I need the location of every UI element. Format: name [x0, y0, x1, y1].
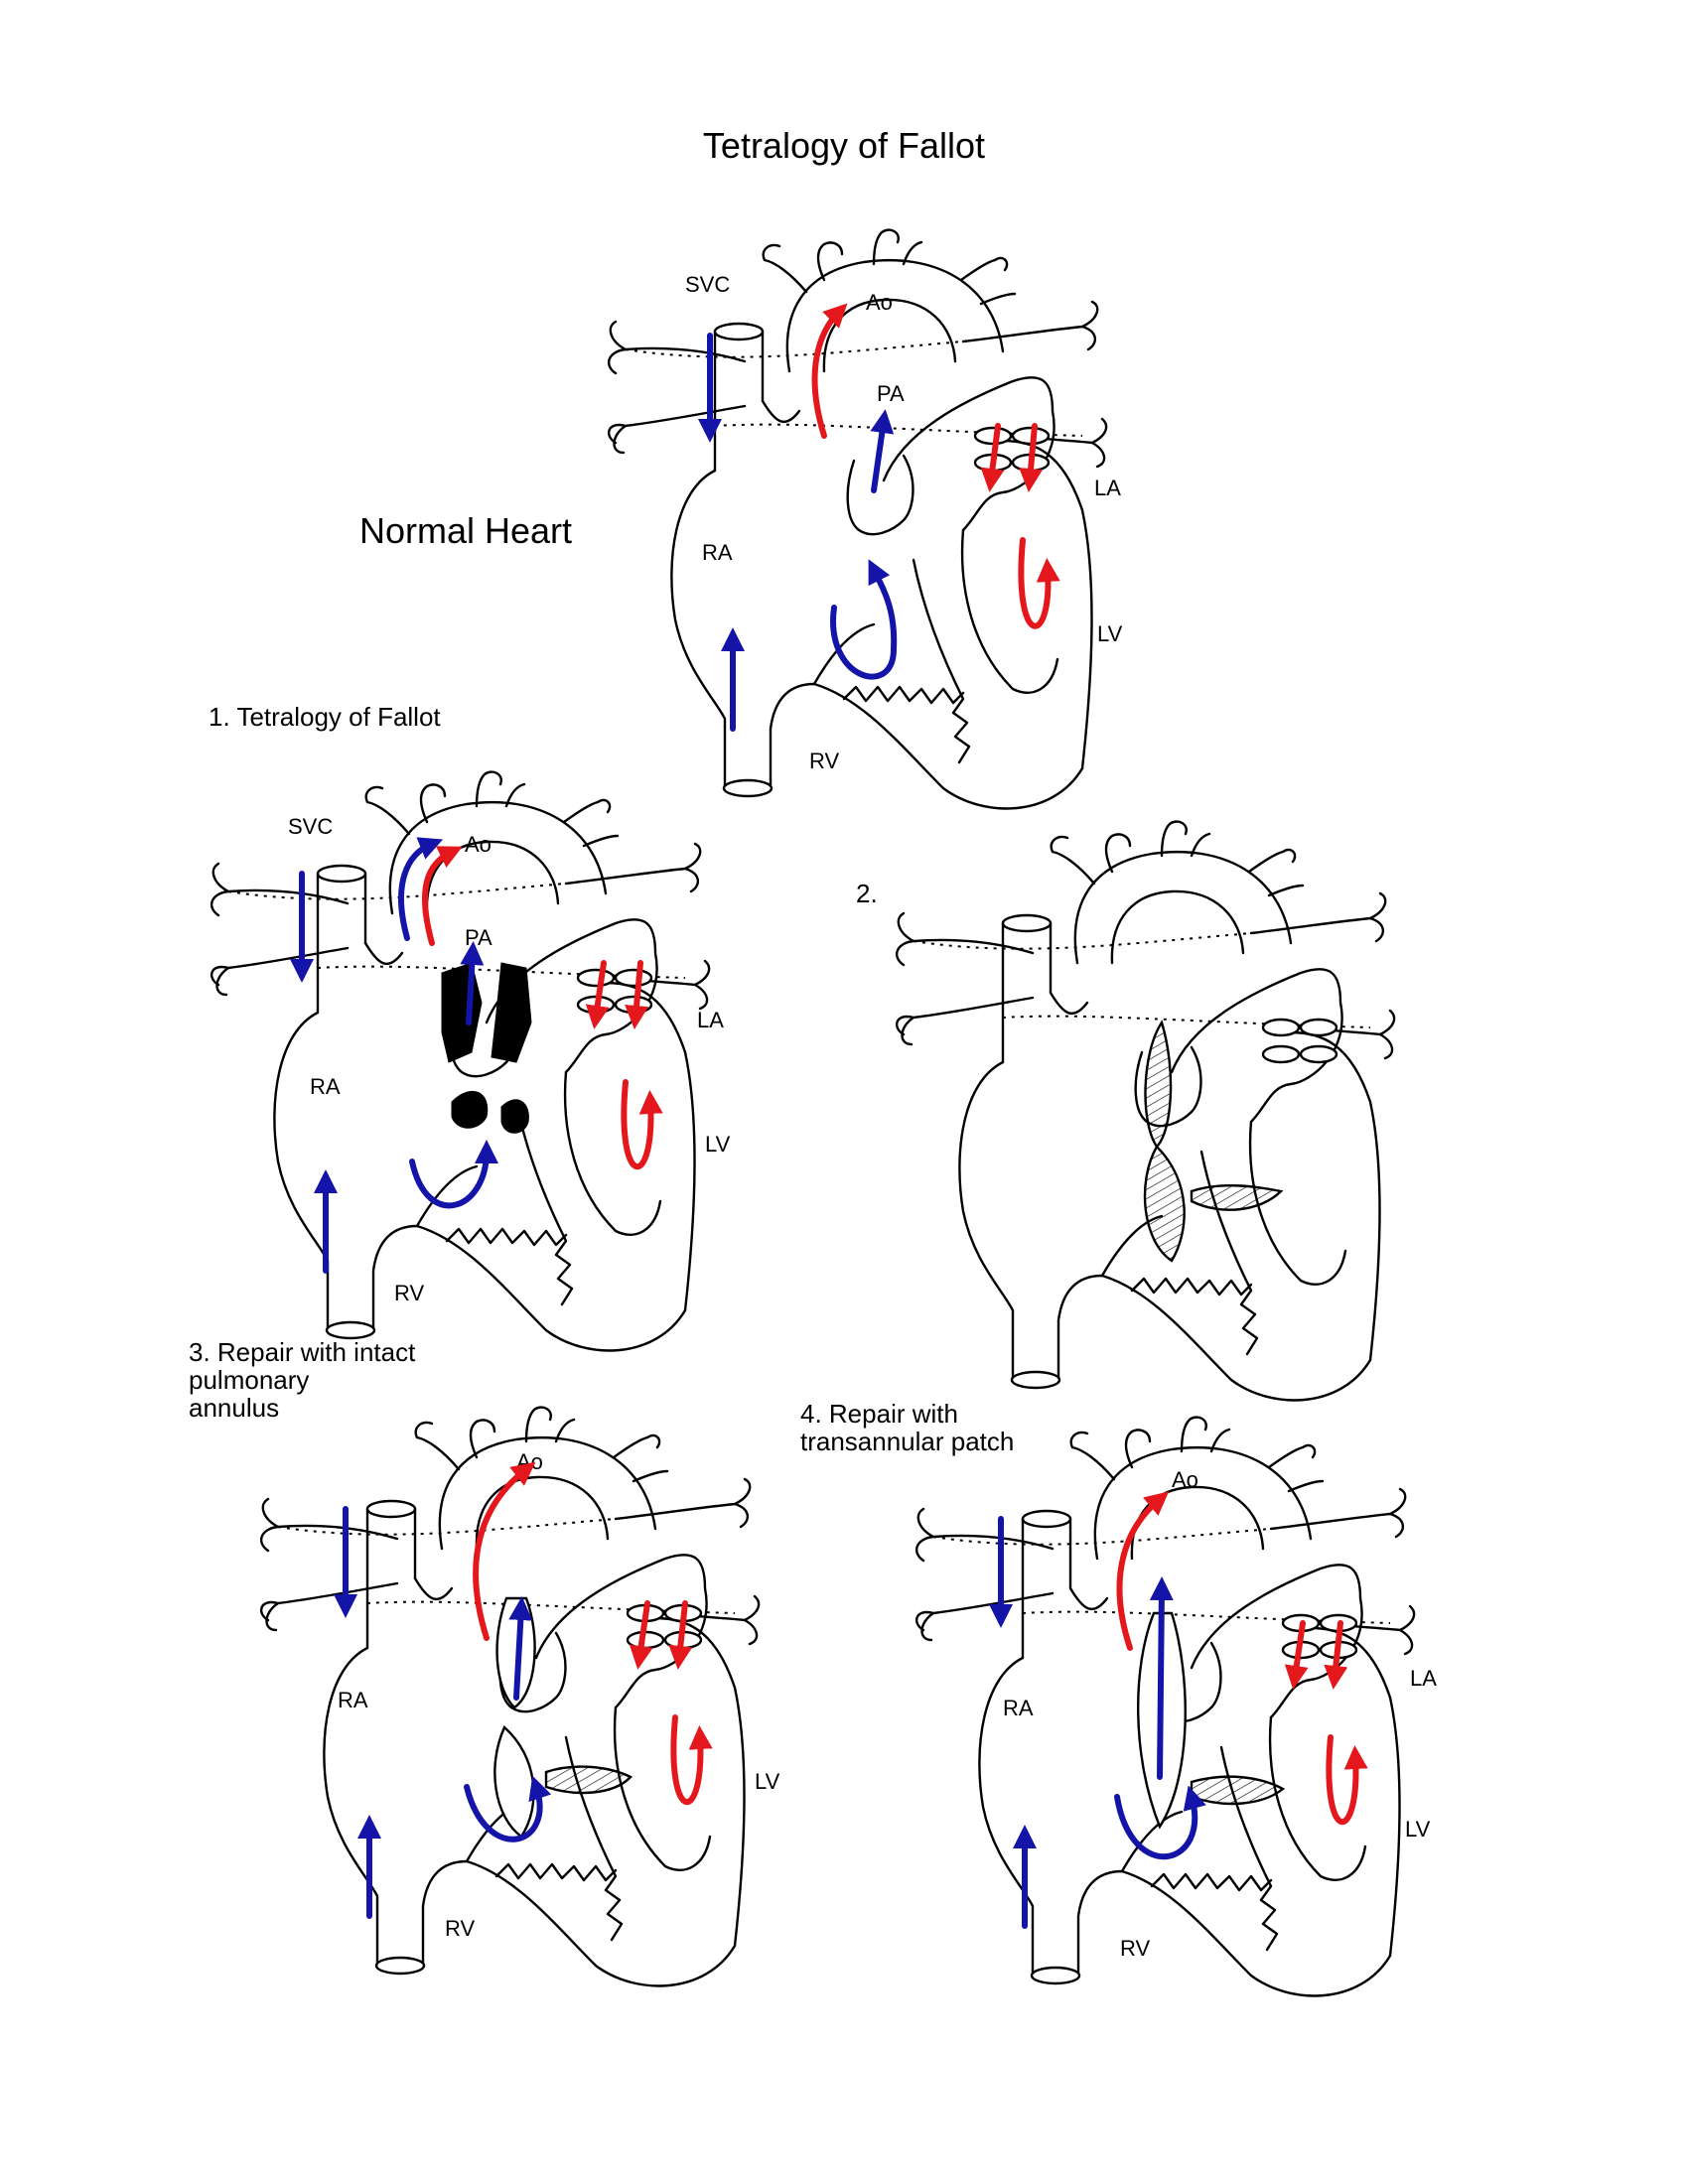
- la-flow-arrow-2: [625, 960, 649, 1029]
- rv-flow-arrow: [464, 1775, 552, 1843]
- panel2-caption: 2.: [856, 879, 878, 908]
- page-title: Tetralogy of Fallot: [702, 125, 986, 166]
- rv-flow-arrow: [409, 1140, 498, 1209]
- outflow-patch-lower: [493, 1725, 535, 1839]
- svc-label: SVC: [288, 814, 333, 839]
- ao-overriding-blue-arrow: [398, 837, 444, 941]
- repair-transannular-patch-diagram: Ao LA RA LV RV: [914, 1416, 1437, 1997]
- la-label: LA: [1094, 476, 1121, 500]
- pa-flow-arrow: [1149, 1576, 1174, 1780]
- ventriculotomy-patch-upper: [1144, 1020, 1173, 1149]
- svc-label: SVC: [685, 272, 730, 297]
- vsd-patch: [1190, 1775, 1286, 1806]
- lv-label: LV: [705, 1132, 731, 1157]
- la-flow-arrow-1: [585, 960, 610, 1029]
- lv-label: LV: [1097, 621, 1123, 646]
- rv-label: RV: [394, 1281, 424, 1305]
- la-label: LA: [1410, 1666, 1437, 1691]
- tof-heart-diagram: SVC Ao PA LA RA LV RV: [210, 770, 731, 1352]
- lv-flow-arrow: [670, 1714, 713, 1805]
- repair-step2-diagram: [895, 820, 1396, 1402]
- infundibular-stenosis: [441, 962, 532, 1063]
- la-flow-arrow-1: [629, 1600, 653, 1670]
- muscle-bundle: [451, 1090, 529, 1134]
- ra-label: RA: [310, 1074, 341, 1099]
- panel1-caption: 1. Tetralogy of Fallot: [209, 702, 441, 732]
- lv-flow-arrow: [621, 1079, 663, 1169]
- pa-label: PA: [465, 925, 492, 950]
- pa-flow-arrow: [508, 1596, 533, 1701]
- lv-flow-arrow: [1018, 537, 1060, 629]
- la-flow-arrow-2: [1019, 423, 1044, 492]
- ao-label: Ao: [1172, 1467, 1198, 1492]
- la-flow-arrow-1: [1284, 1620, 1309, 1690]
- lv-flow-arrow: [1326, 1734, 1368, 1825]
- la-flow-arrow-2: [668, 1600, 693, 1670]
- vsd-patch: [1190, 1184, 1284, 1211]
- ao-label: Ao: [866, 290, 893, 315]
- pa-flow-arrow: [870, 409, 895, 493]
- rv-label: RV: [445, 1916, 475, 1941]
- ao-flow-arrow: [1116, 1491, 1170, 1651]
- ao-label: Ao: [465, 832, 492, 857]
- panel3-caption: 3. Repair with intact pulmonary annulus: [189, 1337, 416, 1423]
- rv-flow-arrow: [1114, 1785, 1206, 1859]
- lv-label: LV: [755, 1769, 780, 1794]
- ra-label: RA: [1003, 1696, 1034, 1720]
- normal-heart-diagram: SVC Ao PA LA RA LV RV: [607, 228, 1123, 810]
- la-flow-arrow-1: [980, 423, 1005, 492]
- la-flow-arrow-2: [1324, 1620, 1348, 1690]
- ventriculotomy-patch-lower: [1143, 1145, 1186, 1263]
- vsd-patch: [544, 1765, 633, 1795]
- ra-label: RA: [338, 1688, 368, 1712]
- ao-flow-arrow: [422, 846, 463, 946]
- ra-label: RA: [702, 540, 733, 565]
- lv-label: LV: [1405, 1817, 1431, 1842]
- ao-flow-arrow: [473, 1461, 536, 1641]
- normal-heart-caption: Normal Heart: [359, 510, 573, 551]
- panel4-caption: 4. Repair with transannular patch: [800, 1399, 1015, 1456]
- pa-flow-arrow: [460, 941, 485, 1025]
- rv-label: RV: [1120, 1936, 1150, 1961]
- rv-to-pa-flow-arrow: [830, 559, 898, 680]
- pa-label: PA: [877, 381, 905, 406]
- la-label: LA: [697, 1008, 724, 1032]
- rv-label: RV: [809, 749, 839, 773]
- ao-flow-arrow: [811, 303, 848, 439]
- repair-intact-annulus-diagram: Ao RA LV RV: [259, 1406, 780, 1987]
